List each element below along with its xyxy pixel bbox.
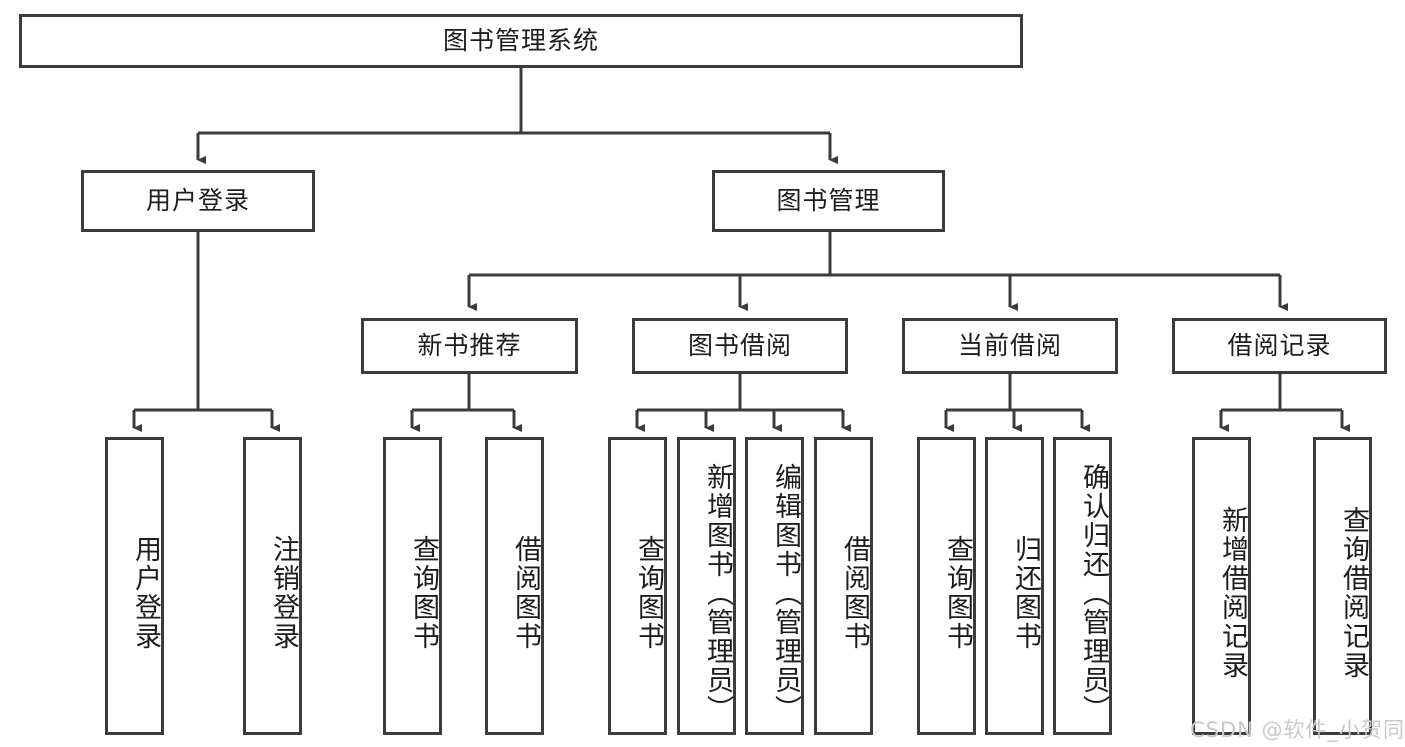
node-leaf-borrow-book-2-label: 借阅图书 [839,535,870,651]
node-user-login[interactable]: 用户登录 [81,170,315,232]
node-leaf-query-book-3-label: 查询图书 [942,535,973,651]
node-leaf-add-record[interactable]: 新增借阅记录 [1192,437,1251,735]
node-root-label: 图书管理系统 [442,26,599,55]
node-book-manage-label: 图书管理 [776,186,881,215]
node-leaf-query-book-2[interactable]: 查询图书 [608,437,667,735]
node-current-borrow[interactable]: 当前借阅 [902,318,1118,374]
node-leaf-borrow-book-2[interactable]: 借阅图书 [814,437,873,735]
node-leaf-edit-book[interactable]: 编辑图书（管理员） [745,437,804,735]
node-root[interactable]: 图书管理系统 [19,14,1023,68]
node-leaf-borrow-book-1-label: 借阅图书 [510,535,541,651]
node-leaf-query-book-1[interactable]: 查询图书 [383,437,442,735]
node-new-book-recommend[interactable]: 新书推荐 [361,318,578,374]
node-leaf-add-book[interactable]: 新增图书（管理员） [677,437,736,735]
node-leaf-query-book-3[interactable]: 查询图书 [917,437,976,735]
node-leaf-query-book-1-label: 查询图书 [408,535,439,651]
node-leaf-return-book-label: 归还图书 [1010,535,1041,651]
node-leaf-edit-book-label: 编辑图书（管理员） [770,462,801,724]
node-book-borrow[interactable]: 图书借阅 [632,318,848,374]
node-leaf-user-login-label: 用户登录 [130,535,161,651]
node-leaf-user-logout-label: 注销登录 [268,535,299,651]
node-book-manage[interactable]: 图书管理 [712,170,945,232]
node-leaf-user-logout[interactable]: 注销登录 [243,437,302,735]
node-leaf-query-book-2-label: 查询图书 [633,535,664,651]
watermark: CSDN @软件_小贺同学 [1190,718,1405,742]
node-new-book-recommend-label: 新书推荐 [417,331,522,360]
node-leaf-confirm-return[interactable]: 确认归还（管理员） [1053,437,1112,735]
node-leaf-query-record-label: 查询借阅记录 [1338,506,1369,680]
node-leaf-user-login[interactable]: 用户登录 [105,437,164,735]
node-user-login-label: 用户登录 [145,186,250,215]
node-leaf-confirm-return-label: 确认归还（管理员） [1078,462,1109,724]
node-current-borrow-label: 当前借阅 [957,331,1062,360]
node-borrow-record[interactable]: 借阅记录 [1172,318,1387,374]
node-borrow-record-label: 借阅记录 [1227,331,1332,360]
node-leaf-add-record-label: 新增借阅记录 [1217,506,1248,680]
node-leaf-borrow-book-1[interactable]: 借阅图书 [485,437,544,735]
node-book-borrow-label: 图书借阅 [687,331,792,360]
node-leaf-return-book[interactable]: 归还图书 [985,437,1044,735]
node-leaf-add-book-label: 新增图书（管理员） [702,462,733,724]
node-leaf-query-record[interactable]: 查询借阅记录 [1313,437,1372,735]
